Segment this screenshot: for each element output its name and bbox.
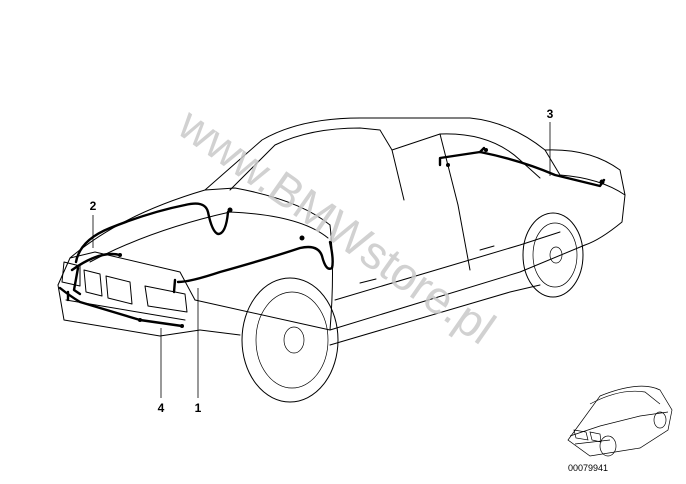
front-wheel xyxy=(241,277,339,403)
reference-number: 00079941 xyxy=(568,463,608,473)
harness-front xyxy=(70,202,233,296)
harness-bumper xyxy=(58,286,184,328)
callout-1: 1 xyxy=(195,401,202,415)
harness-rear xyxy=(438,146,606,188)
thumbnail-car xyxy=(567,385,673,457)
callout-4: 4 xyxy=(158,401,165,415)
watermark: www.BMWstore.pl xyxy=(168,97,504,354)
callout-2: 2 xyxy=(90,199,97,213)
leader-lines xyxy=(92,122,551,398)
callout-3: 3 xyxy=(547,107,554,121)
harness-side xyxy=(172,235,334,294)
rear-wheel xyxy=(522,212,584,298)
